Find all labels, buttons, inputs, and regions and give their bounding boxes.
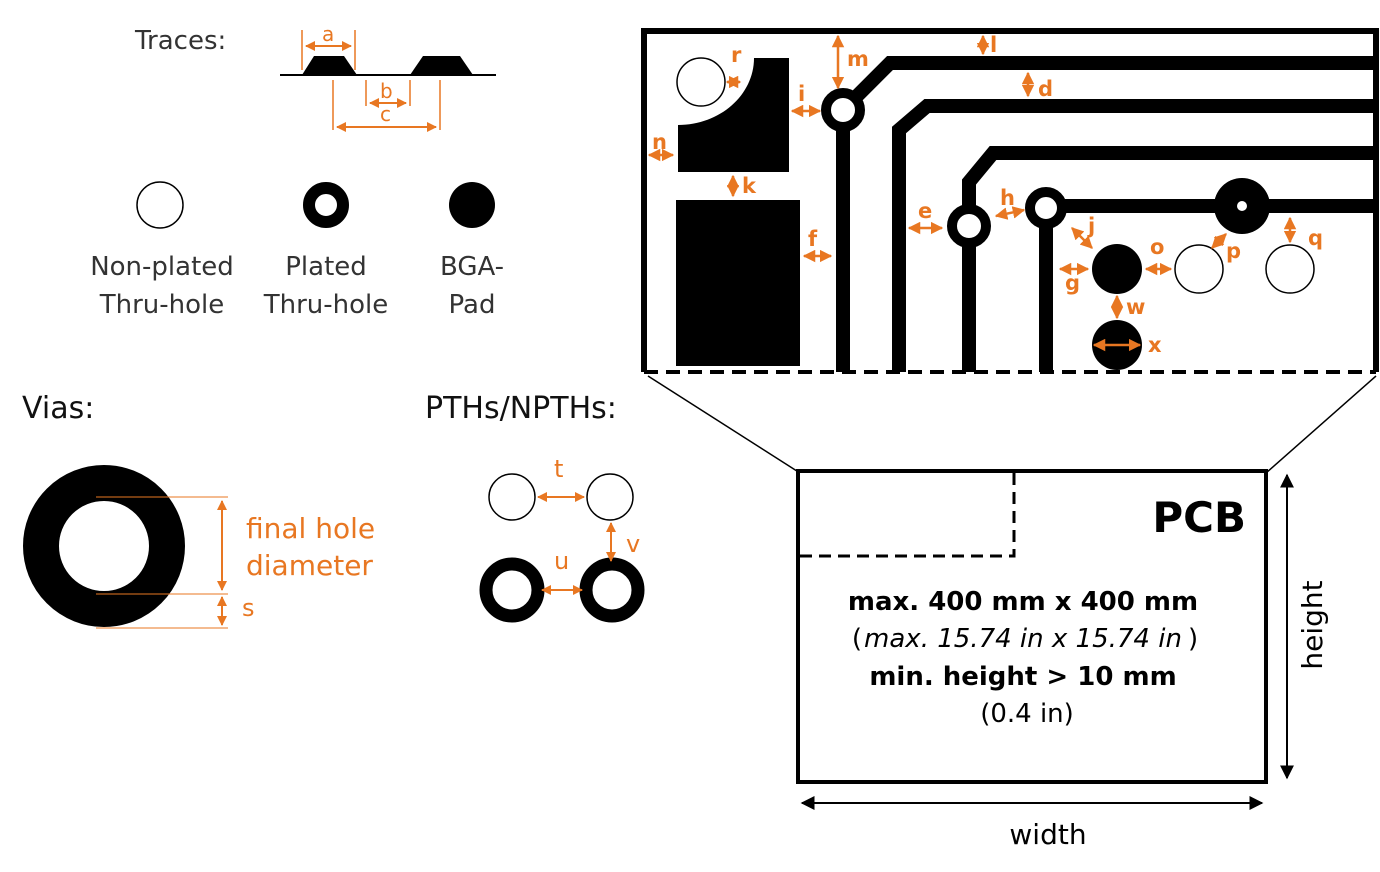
dim-m: m [847, 47, 869, 71]
trace-dim-a: a [322, 22, 334, 46]
pth-section: PTHs/NPTHs: t u v [425, 391, 645, 623]
dim-j-arrow [1071, 227, 1093, 249]
trace-dim-c: c [380, 102, 391, 126]
legend-plated-line1: Plated [285, 252, 367, 282]
pcb-outline [796, 469, 1268, 784]
detail-view: r m l d i n k f e h j g o p q w x [641, 28, 1379, 474]
pcb-max-size: max. 400 mm x 400 mm [848, 587, 1198, 617]
via-hole-label-1: final hole [246, 512, 375, 545]
legend-non-plated-line2: Thru-hole [99, 290, 225, 320]
trace-profile-2 [410, 56, 473, 75]
bga-pad-detail-1 [1092, 244, 1142, 294]
dim-n: n [652, 130, 667, 154]
pcb-min-height-in: (0.4 in) [980, 699, 1074, 729]
zoom-line-left [647, 375, 801, 474]
width-label: width [1009, 818, 1086, 851]
dim-w: w [1126, 295, 1145, 319]
pcb-min-height: min. height > 10 mm [869, 662, 1176, 692]
trace-3 [962, 146, 1376, 372]
pth-v-label: v [626, 530, 640, 558]
pth-u-label: u [554, 547, 569, 575]
legend-non-plated-line1: Non-plated [90, 252, 234, 282]
dim-h-arrow [994, 206, 1026, 220]
pcb-detail-region [800, 473, 1016, 558]
dim-q: q [1308, 226, 1323, 250]
via-ring [23, 465, 185, 627]
via-detail-1 [821, 88, 865, 132]
pad-with-cutout [678, 58, 789, 172]
legend-bga-line1: BGA- [440, 252, 504, 282]
pth-right-icon [579, 557, 645, 623]
vias-section: Vias: final hole diameter s [22, 391, 375, 629]
dim-j: j [1087, 214, 1095, 238]
height-label: height [1296, 580, 1329, 669]
non-plated-thru-hole-icon [136, 181, 184, 229]
via-detail-3 [1025, 187, 1067, 229]
dim-o: o [1150, 235, 1164, 259]
npth-detail-2 [1174, 244, 1224, 294]
pcb-max-size-in: max. 15.74 in x 15.74 in [864, 624, 1182, 654]
pth-left-icon [479, 557, 545, 623]
trace-2 [892, 99, 1376, 372]
large-pad [676, 200, 800, 366]
bga-pad-icon [449, 182, 495, 228]
dim-p: p [1226, 239, 1241, 263]
dim-f: f [808, 227, 818, 251]
dim-l: l [990, 33, 997, 57]
pcb-board: PCB max. 400 mm x 400 mm (max. 15.74 in … [796, 469, 1329, 851]
dim-p-arrow [1211, 233, 1227, 249]
via-hole-label-2: diameter [246, 549, 373, 582]
dim-e: e [918, 199, 932, 223]
npth-detail-1 [676, 57, 726, 107]
via-s-label: s [242, 594, 255, 622]
dim-x: x [1148, 333, 1162, 357]
npth-left-icon [488, 473, 536, 521]
dim-k: k [742, 174, 757, 198]
npth-detail-3 [1265, 244, 1315, 294]
dim-i: i [798, 82, 805, 106]
traces-label: Traces: [134, 26, 226, 56]
pcb-max-size-in-close: ) [1188, 624, 1198, 654]
dim-d: d [1038, 77, 1053, 101]
hole-legend: Non-plated Thru-hole Plated Thru-hole BG… [90, 181, 504, 320]
trace-dim-b: b [380, 79, 393, 103]
pcb-max-size-in-open: ( [852, 624, 862, 654]
zoom-line-right [1265, 375, 1377, 474]
dim-h: h [1000, 186, 1015, 210]
traces-legend: Traces: a b c [134, 22, 496, 132]
trace-profile-1 [302, 56, 357, 75]
legend-plated-line2: Thru-hole [263, 290, 389, 320]
legend-bga-line2: Pad [449, 290, 496, 320]
pcb-title: PCB [1152, 493, 1246, 542]
pcb-max-size-in-line: (max. 15.74 in x 15.74 in) [852, 624, 1198, 654]
via-detail-2 [947, 204, 991, 248]
dim-g: g [1065, 271, 1080, 295]
trace-1 [836, 56, 1376, 372]
pth-t-label: t [554, 455, 563, 483]
npth-right-icon [586, 473, 634, 521]
plated-thru-hole-icon [303, 182, 349, 228]
dim-r: r [731, 43, 742, 67]
vias-title: Vias: [22, 391, 94, 426]
pth-title: PTHs/NPTHs: [425, 391, 617, 426]
